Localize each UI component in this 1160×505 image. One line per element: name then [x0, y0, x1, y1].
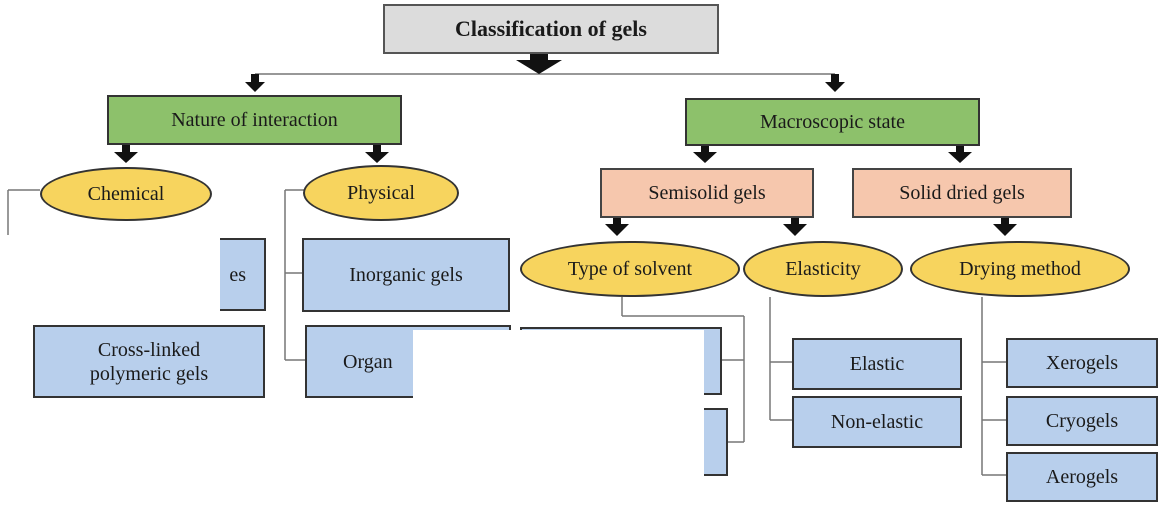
cryogels-node: Cryogels — [1006, 396, 1158, 446]
occlusion-mask — [0, 236, 220, 312]
crosslinked-polymeric-gels-node: Cross-linked polymeric gels — [33, 325, 265, 398]
xerogels-node: Xerogels — [1006, 338, 1158, 388]
physical-node: Physical — [303, 165, 459, 221]
elastic-node: Elastic — [792, 338, 962, 390]
chemical-item-1-label: es — [229, 263, 246, 286]
nature-of-interaction-node: Nature of interaction — [107, 95, 402, 145]
root-node: Classification of gels — [383, 4, 719, 54]
chemical-node: Chemical — [40, 167, 212, 221]
solid-dried-gels-node: Solid dried gels — [852, 168, 1072, 218]
drying-method-node: Drying method — [910, 241, 1130, 297]
type-of-solvent-node: Type of solvent — [520, 241, 740, 297]
non-elastic-node: Non-elastic — [792, 396, 962, 448]
organic-gels-label: Organ — [343, 350, 393, 373]
semisolid-gels-node: Semisolid gels — [600, 168, 814, 218]
aerogels-node: Aerogels — [1006, 452, 1158, 502]
macroscopic-state-node: Macroscopic state — [685, 98, 980, 146]
occlusion-mask-center — [413, 330, 704, 505]
elasticity-node: Elasticity — [743, 241, 903, 297]
inorganic-gels-node: Inorganic gels — [302, 238, 510, 312]
